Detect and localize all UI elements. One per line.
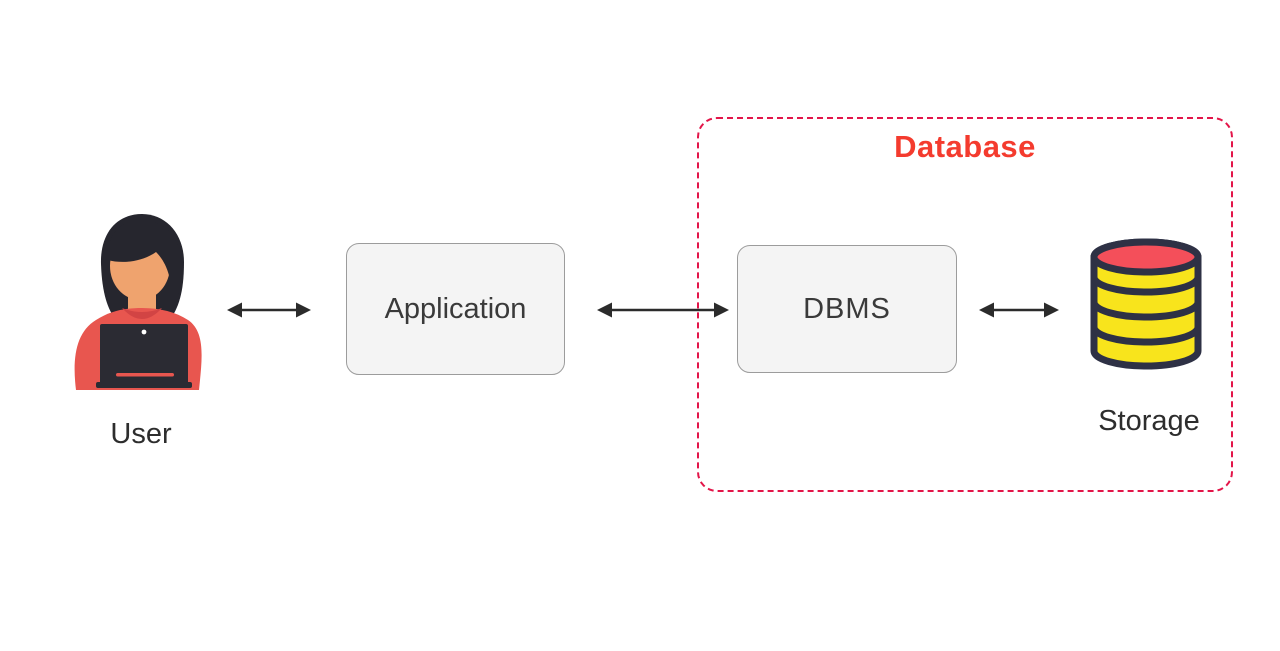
double-arrow-application-dbms-icon	[597, 302, 729, 318]
dbms-label: DBMS	[803, 292, 891, 325]
application-label: Application	[384, 292, 527, 325]
double-arrow-user-application-icon	[227, 302, 311, 318]
double-arrow-dbms-storage-icon	[979, 302, 1059, 318]
database-group-boundary: Database	[697, 117, 1233, 492]
user-label: User	[110, 418, 172, 450]
dbms-node: DBMS	[737, 245, 957, 373]
storage-node	[1086, 235, 1206, 373]
person-at-laptop-icon	[74, 214, 202, 390]
user-node	[66, 208, 206, 393]
database-cylinder-icon	[1090, 238, 1202, 370]
application-node: Application	[346, 243, 565, 375]
database-group-label: Database	[894, 129, 1036, 164]
storage-label: Storage	[1098, 405, 1200, 437]
